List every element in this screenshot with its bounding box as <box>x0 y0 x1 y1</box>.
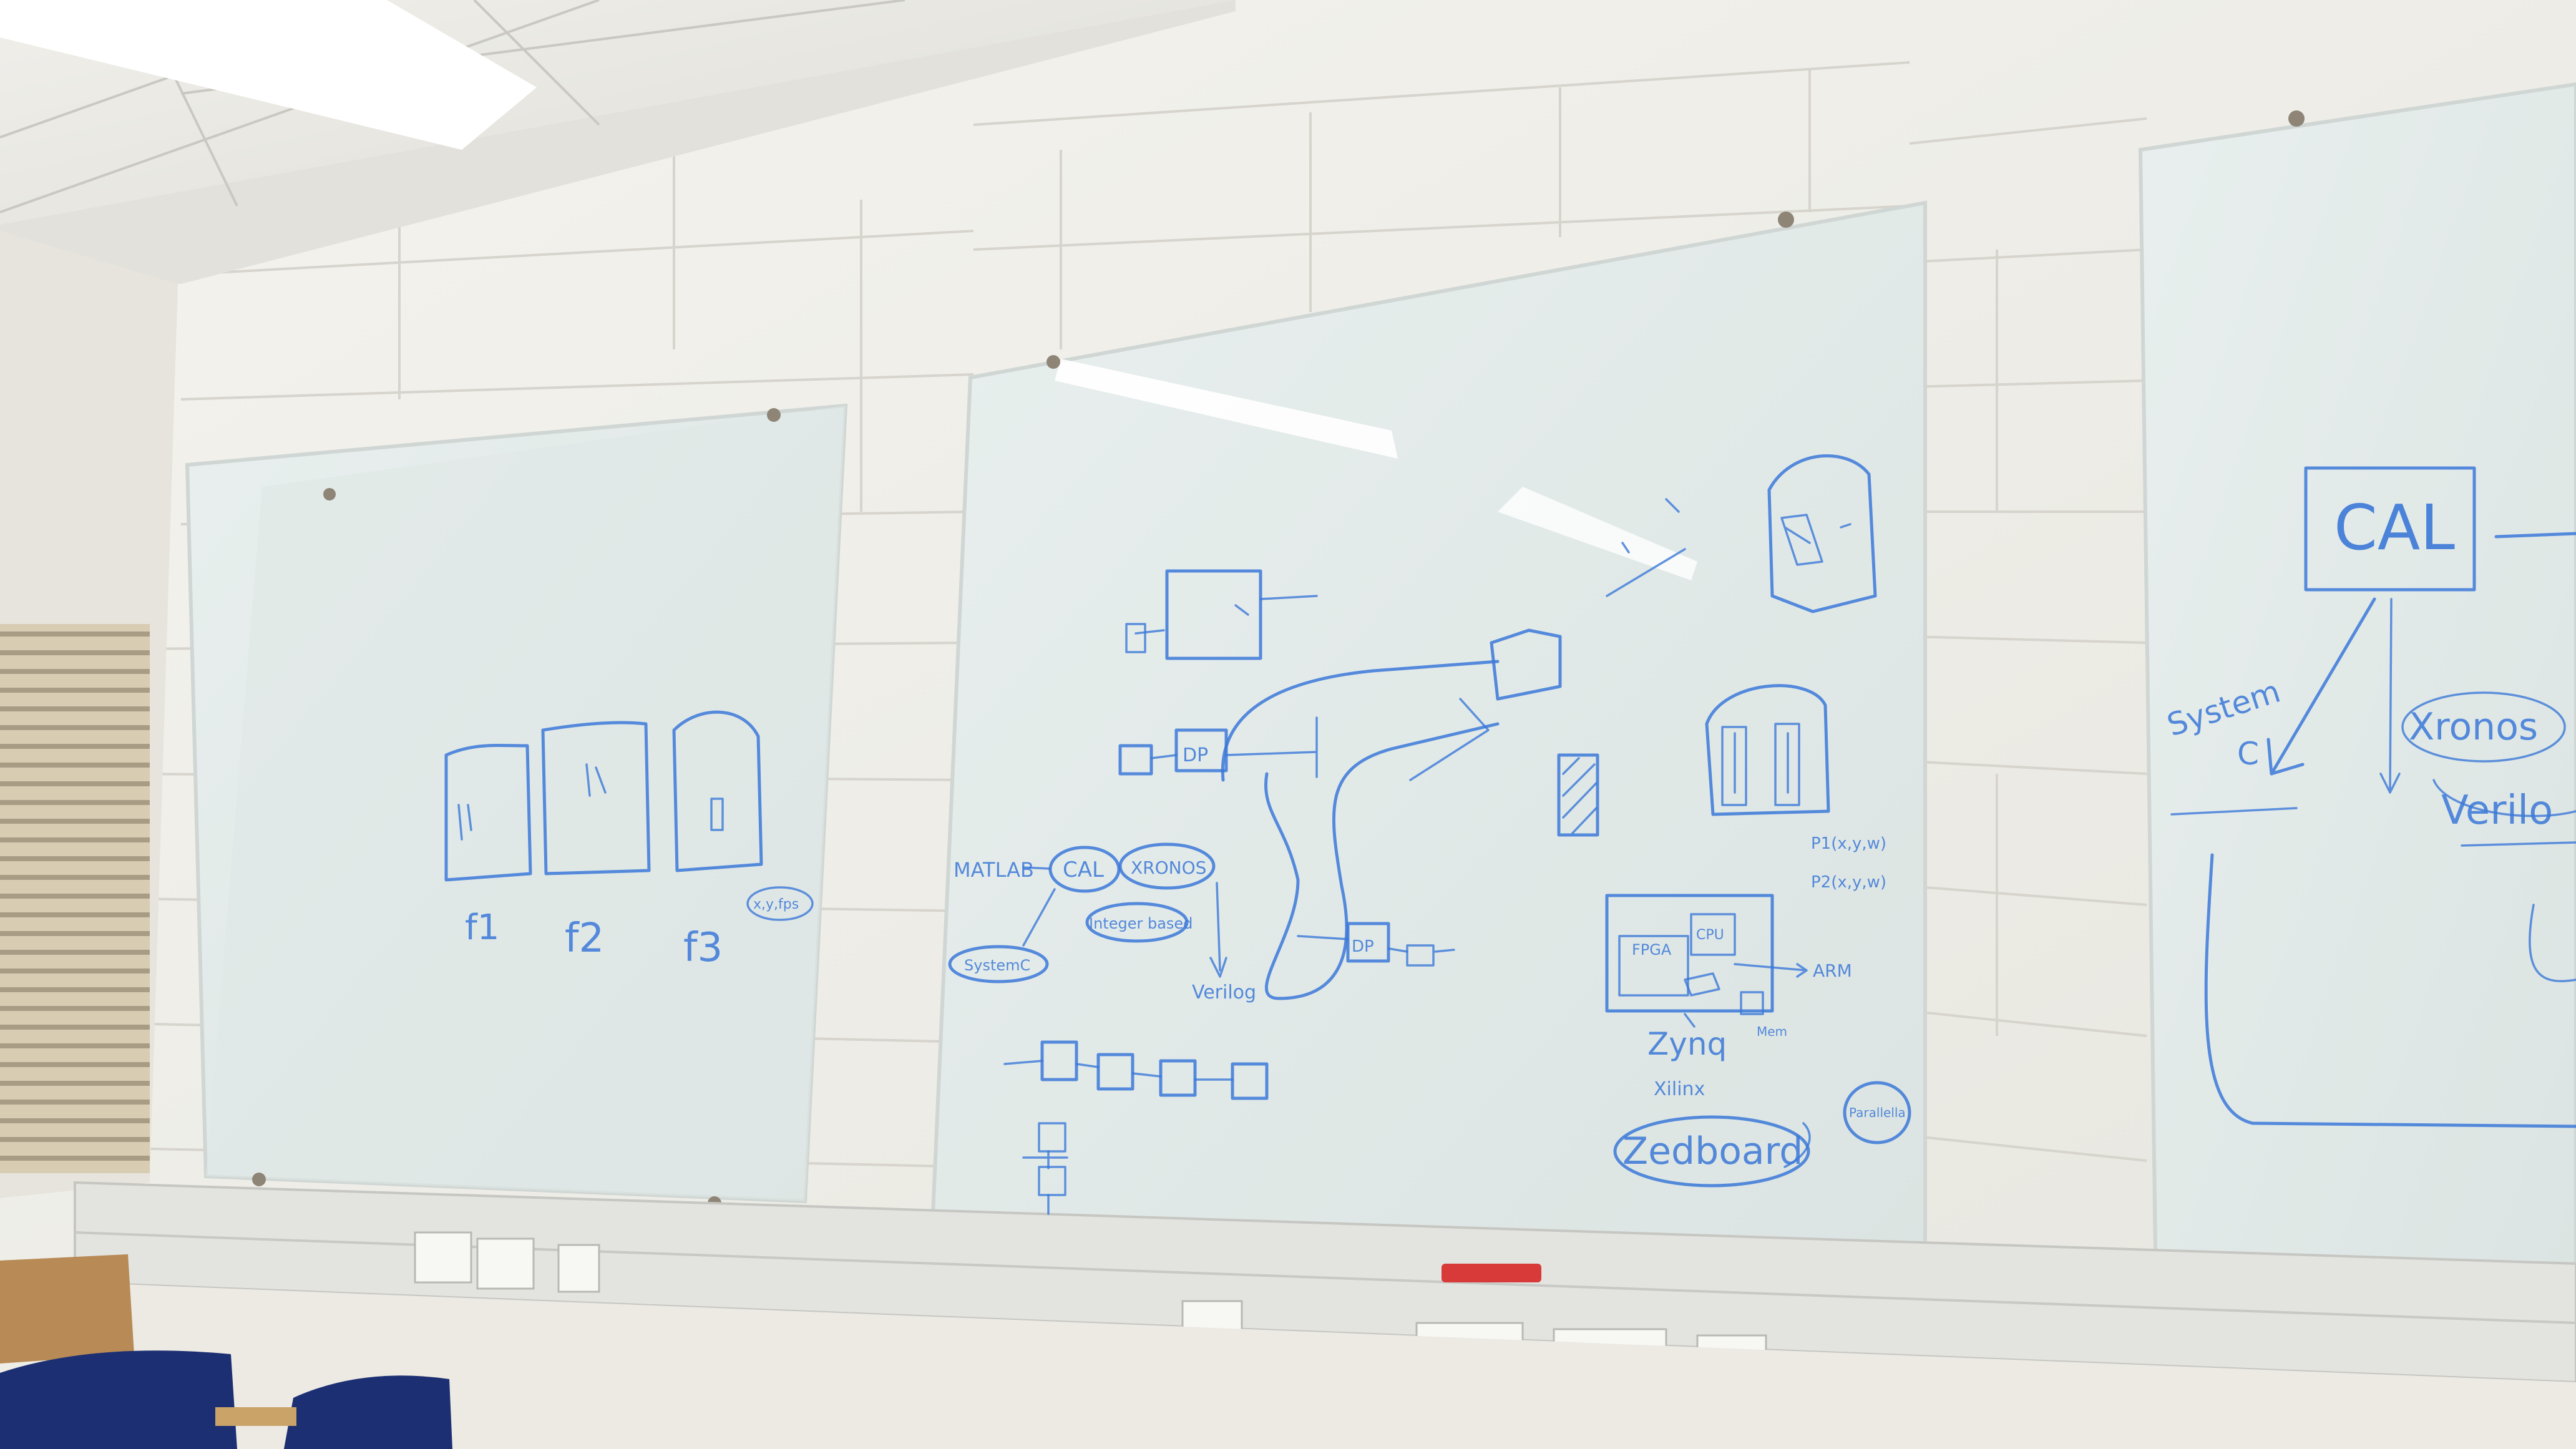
flow-systemc: SystemC <box>964 957 1030 974</box>
ceiling-edge <box>0 0 1236 284</box>
office-chair <box>0 1350 237 1449</box>
cardboard-box <box>0 1254 134 1364</box>
left-label-f2: f2 <box>565 915 604 962</box>
flow-matlab: MATLAB <box>954 858 1034 882</box>
right-systemc-2: C <box>2237 736 2259 772</box>
lower-wall <box>75 1282 2576 1449</box>
hw-parallella: Parallella <box>1849 1105 1906 1120</box>
office-chair-2 <box>284 1375 452 1449</box>
right-verilog: Verilo <box>2441 788 2553 834</box>
board-reflection <box>1055 359 1398 459</box>
flow-integer-based: Integer based <box>1089 915 1193 932</box>
right-cal: CAL <box>2334 491 2455 564</box>
hw-mem: Mem <box>1757 1024 1787 1039</box>
left-board-standoffs <box>252 408 781 1210</box>
window-blind <box>0 624 150 1173</box>
desk-edge <box>215 1407 296 1426</box>
hw-zynq: Zynq <box>1647 1026 1727 1062</box>
cable-trunking <box>74 1181 2576 1384</box>
left-note-xyfps: x,y,fps <box>753 897 799 912</box>
left-label-f1: f1 <box>465 907 499 948</box>
flow-verilog: Verilog <box>1192 982 1256 1003</box>
left-board-drawings <box>444 710 814 921</box>
hw-zedboard: Zedboard <box>1622 1129 1803 1173</box>
right-xronos: Xronos <box>2409 705 2538 749</box>
zynq-block <box>1605 894 1911 1188</box>
ceiling-light <box>0 0 537 150</box>
point-p1: P1(x,y,w) <box>1811 834 1886 853</box>
dp-label-1: DP <box>1183 744 1208 766</box>
middle-board-drawings <box>1003 454 1877 1215</box>
hw-xilinx: Xilinx <box>1654 1078 1705 1100</box>
hw-arm: ARM <box>1813 960 1852 981</box>
whiteboard-eraser <box>1442 1264 1541 1282</box>
right-board-drawings <box>2170 466 2576 1128</box>
left-label-f3: f3 <box>683 925 723 971</box>
dp-label-2: DP <box>1352 937 1374 956</box>
right-glass-board <box>2138 82 2576 1322</box>
left-board-backing <box>206 406 846 1201</box>
point-p2: P2(x,y,w) <box>1811 873 1886 892</box>
hw-cpu: CPU <box>1696 927 1724 943</box>
middle-flow-shapes <box>948 842 1227 983</box>
board-reflection-2 <box>1498 487 1697 580</box>
flow-cal: CAL <box>1063 857 1104 882</box>
flow-xronos: XRONOS <box>1131 857 1206 878</box>
hw-fpga: FPGA <box>1632 941 1672 959</box>
